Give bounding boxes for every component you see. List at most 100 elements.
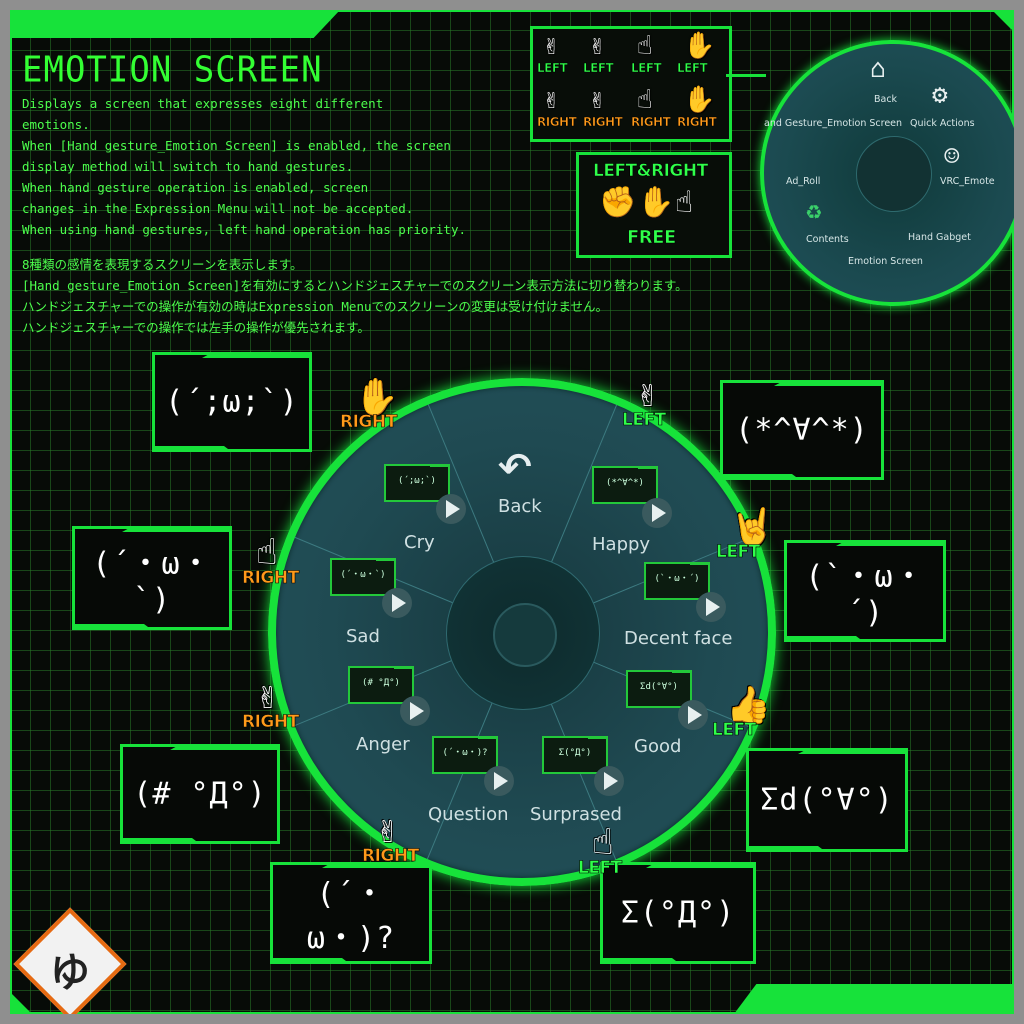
description-jp-line: ハンドジェスチャーでの操作が有効の時はExpression Menuでのスクリー…	[22, 299, 609, 314]
left-tag: LEFT	[631, 61, 662, 76]
emoticon-box-surprised: Σ(°Д°)	[600, 862, 756, 964]
emoticon-box-happy: (*^∀^*)	[720, 380, 884, 480]
rock-hand-icon: ✋	[683, 85, 716, 115]
emote-icon[interactable]: ☺	[944, 142, 960, 172]
wheel-card-sad: (´・ω・`)	[330, 558, 396, 596]
page-title: EMOTION SCREEN	[22, 49, 323, 91]
emoticon-text: Σ(°Д°)	[620, 895, 736, 931]
victory-hand-icon: ✌	[589, 31, 605, 61]
emoticon-box-sad: (´・ω・`)	[72, 526, 232, 630]
mini-item-hand-gadget[interactable]: Hand Gabget	[908, 232, 971, 243]
gesture-tag: LEFT	[578, 858, 623, 879]
point-hand-icon: ☝	[637, 31, 653, 61]
gear-icon[interactable]: ⚙	[932, 80, 948, 110]
free-gesture-panel: LEFT&RIGHT ✊ ✋ ☝ FREE	[576, 152, 732, 258]
wheel-card-anger: (# °Д°)	[348, 666, 414, 704]
play-icon[interactable]	[594, 766, 624, 796]
wheel-item-question[interactable]: Question	[428, 804, 509, 825]
mini-item-hand-gesture-emotion[interactable]: and Gesture_Emotion Screen	[764, 118, 903, 129]
studio-logo: ゆ	[13, 907, 127, 1014]
description-en-line: display method will switch to hand gestu…	[22, 159, 354, 174]
fist-hand-icon: ✊	[599, 185, 637, 220]
emoticon-text: (# °Д°)	[133, 776, 267, 812]
peace-hand-icon: ✌	[636, 374, 658, 415]
gesture-tag: LEFT	[716, 542, 761, 563]
play-icon[interactable]	[678, 700, 708, 730]
wheel-item-sad[interactable]: Sad	[346, 626, 380, 647]
wheel-item-happy[interactable]: Happy	[592, 534, 651, 555]
contents-icon[interactable]: ♻	[806, 196, 822, 226]
play-icon[interactable]	[696, 592, 726, 622]
gesture-left-4: ✋ LEFT	[677, 31, 719, 77]
gesture-tag: RIGHT	[362, 846, 420, 867]
emoticon-text: (`・ω・´)	[805, 559, 925, 631]
emoticon-text: (*^∀^*)	[735, 412, 869, 448]
wheel-item-good[interactable]: Good	[634, 736, 682, 757]
gesture-right-2: ✌ RIGHT	[583, 85, 625, 131]
wheel-card-decent: (`・ω・´)	[644, 562, 710, 600]
left-tag: LEFT	[583, 61, 614, 76]
mini-item-back[interactable]: Back	[874, 94, 898, 105]
mini-item-quick-actions[interactable]: Quick Actions	[910, 118, 975, 129]
emoticon-box-cry: (´;ω;`)	[152, 352, 312, 452]
mini-expression-menu: ⌂ Back ⚙ Quick Actions ☺ VRC_Emote Hand …	[760, 40, 1014, 306]
point-hand-icon: ☝	[256, 532, 278, 573]
gesture-tag: RIGHT	[242, 712, 300, 733]
victory-hand-icon: ✌	[376, 810, 398, 851]
emotion-expression-wheel: ↶ Back (*^∀^*) Happy (`・ω・´) Decent face…	[268, 378, 776, 886]
emoticon-box-decent: (`・ω・´)	[784, 540, 946, 642]
emoticon-box-good: Σd(°∀°)	[746, 748, 908, 852]
description-jp-line: 8種類の感情を表現するスクリーンを表示します。	[22, 257, 303, 272]
gesture-badge-decent: 🤘 LEFT	[716, 506, 786, 566]
play-icon[interactable]	[436, 494, 466, 524]
wheel-card-question: (´・ω・)?	[432, 736, 498, 774]
emoticon-text: (´;ω;`)	[165, 384, 299, 420]
emoticon-box-question: (´・ω・)?	[270, 862, 432, 964]
description-en-line: Displays a screen that expresses eight d…	[22, 96, 384, 111]
wheel-item-decent-face[interactable]: Decent face	[624, 628, 733, 649]
gesture-badge-surprised: ☝ LEFT	[578, 822, 648, 882]
emoticon-text: (´・ω・)?	[306, 877, 396, 956]
wheel-item-cry[interactable]: Cry	[404, 532, 435, 553]
gesture-tag: RIGHT	[340, 412, 398, 433]
right-tag: RIGHT	[583, 115, 623, 130]
gesture-badge-anger: ✌ RIGHT	[242, 676, 312, 736]
wheel-item-surprased[interactable]: Surprased	[530, 804, 622, 825]
play-icon[interactable]	[400, 696, 430, 726]
mini-item-vrc-emote[interactable]: VRC_Emote	[940, 176, 995, 187]
mini-item-ad-roll[interactable]: Ad_Roll	[786, 176, 821, 187]
back-icon[interactable]: ⌂	[870, 54, 886, 84]
wheel-center[interactable]	[446, 556, 600, 710]
play-icon[interactable]	[382, 588, 412, 618]
description-jp-line: ハンドジェスチャーでの操作では左手の操作が優先されます。	[22, 320, 370, 335]
emoticon-text: Σd(°∀°)	[760, 782, 894, 818]
corner-accent-top-right	[992, 10, 1014, 32]
description-en-line: When using hand gestures, left hand oper…	[22, 222, 467, 237]
right-tag: RIGHT	[537, 115, 577, 130]
open-hand-icon: ✋	[637, 185, 675, 220]
mini-item-contents[interactable]: Contents	[806, 234, 849, 245]
description-en-line: changes in the Expression Menu will not …	[22, 201, 414, 216]
gesture-left-1: ✌ LEFT	[537, 31, 579, 77]
gesture-right-1: ✌ RIGHT	[537, 85, 579, 131]
mini-item-emotion-screen[interactable]: Emotion Screen	[848, 256, 923, 267]
gesture-left-2: ✌ LEFT	[583, 31, 625, 77]
peace-hand-icon: ✌	[543, 31, 559, 61]
wheel-item-anger[interactable]: Anger	[356, 734, 410, 755]
play-icon[interactable]	[484, 766, 514, 796]
corner-accent-bottom-right	[734, 984, 1014, 1014]
description-jp-line: [Hand gesture_Emotion Screen]を有効にするとハンドジ…	[22, 278, 688, 293]
right-tag: RIGHT	[677, 115, 717, 130]
play-icon[interactable]	[642, 498, 672, 528]
back-arrow-icon[interactable]: ↶	[496, 426, 534, 499]
wheel-card-good: Σd(°∀°)	[626, 670, 692, 708]
thumbs-up-icon: 👍	[726, 685, 771, 726]
wheel-item-back[interactable]: Back	[498, 496, 542, 517]
point-hand-icon: ☝	[637, 85, 653, 115]
point-hand-icon: ☝	[592, 822, 614, 863]
gesture-badge-question: ✌ RIGHT	[362, 810, 432, 870]
gesture-right-3: ☝ RIGHT	[631, 85, 673, 131]
free-title: LEFT&RIGHT	[593, 161, 709, 182]
corner-accent-bottom-left	[10, 992, 32, 1014]
right-tag: RIGHT	[631, 115, 671, 130]
